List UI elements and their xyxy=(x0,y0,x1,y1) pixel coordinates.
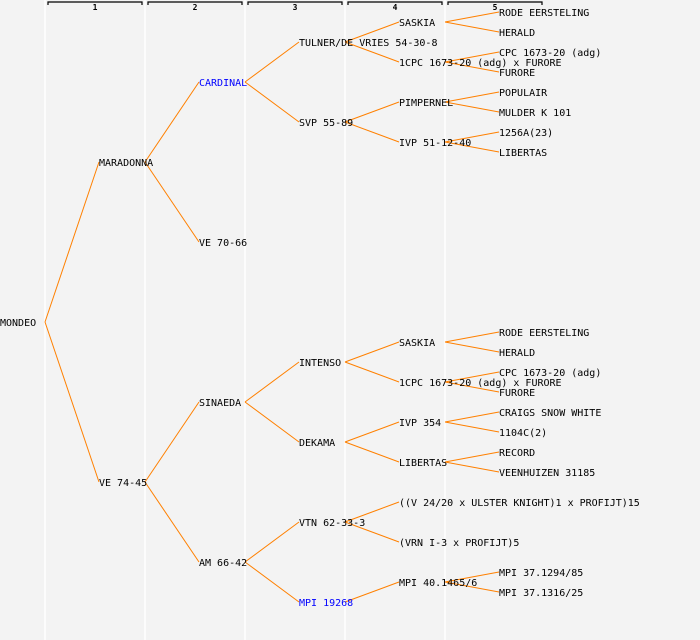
pedigree-node-gen-3: TULNER/DE VRIES 54-30-8 xyxy=(299,38,437,49)
pedigree-link xyxy=(444,571,500,583)
pedigree-node-gen-5: LIBERTAS xyxy=(499,148,547,159)
pedigree-link xyxy=(144,161,200,243)
pedigree-node-gen-5: MPI 37.1316/25 xyxy=(499,588,583,599)
pedigree-link xyxy=(244,561,300,603)
pedigree-node-gen-5: VEENHUIZEN 31185 xyxy=(499,468,595,479)
pedigree-link xyxy=(44,321,100,483)
pedigree-node-gen-4: IVP 354 xyxy=(399,418,441,429)
pedigree-link xyxy=(444,451,500,463)
pedigree-node-gen-3: INTENSO xyxy=(299,358,341,369)
pedigree-link xyxy=(444,131,500,143)
pedigree-link xyxy=(444,461,500,473)
pedigree-link xyxy=(344,361,400,383)
pedigree-node-gen-4: ((V 24/20 x ULSTER KNIGHT)1 x PROFIJT)15 xyxy=(399,498,640,509)
pedigree-node-gen-5: HERALD xyxy=(499,348,535,359)
pedigree-link xyxy=(344,41,400,63)
pedigree-link xyxy=(444,11,500,23)
pedigree-node-gen-3: DEKAMA xyxy=(299,438,335,449)
pedigree-link xyxy=(444,91,500,103)
pedigree-link xyxy=(444,61,500,73)
pedigree-link xyxy=(344,21,400,43)
pedigree-link xyxy=(444,411,500,423)
pedigree-node-gen-4: LIBERTAS xyxy=(399,458,447,469)
pedigree-node-gen-1: VE 74-45 xyxy=(99,478,147,489)
generation-number: 3 xyxy=(293,3,298,12)
pedigree-node-gen-3[interactable]: MPI 19268 xyxy=(299,598,353,609)
pedigree-node-gen-4: (VRN I-3 x PROFIJT)5 xyxy=(399,538,519,549)
generation-number: 5 xyxy=(493,3,498,12)
pedigree-link xyxy=(144,481,200,563)
pedigree-link xyxy=(344,341,400,363)
pedigree-link xyxy=(444,51,500,63)
pedigree-node-gen-5: CRAIGS SNOW WHITE xyxy=(499,408,601,419)
pedigree-node-gen-2: VE 70-66 xyxy=(199,238,247,249)
pedigree-node-gen-5: FURORE xyxy=(499,68,535,79)
pedigree-node-gen-5: POPULAIR xyxy=(499,88,548,99)
pedigree-node-gen-0: MONDEO xyxy=(0,318,36,329)
pedigree-node-gen-1: MARADONNA xyxy=(99,158,153,169)
pedigree-link xyxy=(444,21,500,33)
pedigree-node-gen-5: CPC 1673-20 (adg) xyxy=(499,368,601,379)
pedigree-node-gen-4: MPI 40.1465/6 xyxy=(399,578,477,589)
pedigree-node-gen-2[interactable]: CARDINAL xyxy=(199,78,247,89)
pedigree-link xyxy=(44,161,100,323)
pedigree-node-gen-4: 1CPC 1673-20 (adg) x FURORE xyxy=(399,378,562,389)
pedigree-link xyxy=(444,381,500,393)
pedigree-link xyxy=(344,121,400,143)
pedigree-node-gen-4: PIMPERNEL xyxy=(399,98,453,109)
pedigree-link xyxy=(344,101,400,123)
pedigree-node-gen-5: 1104C(2) xyxy=(499,428,547,439)
pedigree-node-gen-2: AM 66-42 xyxy=(199,558,247,569)
pedigree-link xyxy=(344,441,400,463)
pedigree-link xyxy=(444,101,500,113)
pedigree-node-gen-5: RECORD xyxy=(499,448,535,459)
generation-number: 4 xyxy=(393,3,398,12)
pedigree-link xyxy=(444,371,500,383)
generation-bracket xyxy=(47,1,143,5)
pedigree-link xyxy=(444,331,500,343)
pedigree-node-gen-4: SASKIA xyxy=(399,338,435,349)
generation-bracket xyxy=(247,1,343,5)
pedigree-node-gen-5: HERALD xyxy=(499,28,535,39)
pedigree-link xyxy=(444,141,500,153)
pedigree-link xyxy=(344,581,400,603)
pedigree-node-gen-5: 1256A(23) xyxy=(499,128,553,139)
pedigree-node-gen-5: FURORE xyxy=(499,388,535,399)
pedigree-link xyxy=(444,341,500,353)
pedigree-link xyxy=(444,421,500,433)
pedigree-link xyxy=(344,421,400,443)
pedigree-link xyxy=(244,361,300,403)
pedigree-node-gen-3: SVP 55-89 xyxy=(299,118,353,129)
pedigree-node-gen-5: CPC 1673-20 (adg) xyxy=(499,48,601,59)
pedigree-node-gen-4: IVP 51-12-40 xyxy=(399,138,471,149)
pedigree-link xyxy=(244,41,300,83)
pedigree-link xyxy=(344,521,400,543)
generation-bracket xyxy=(147,1,243,5)
pedigree-node-gen-4: 1CPC 1673-20 (adg) x FURORE xyxy=(399,58,562,69)
pedigree-link xyxy=(144,81,200,163)
generation-bracket xyxy=(347,1,443,5)
pedigree-node-gen-3: VTN 62-33-3 xyxy=(299,518,365,529)
pedigree-node-gen-5: RODE EERSTELING xyxy=(499,328,589,339)
pedigree-link xyxy=(144,401,200,483)
pedigree-link xyxy=(244,401,300,443)
pedigree-node-gen-5: MPI 37.1294/85 xyxy=(499,568,583,579)
pedigree-node-gen-5: MULDER K 101 xyxy=(499,108,571,119)
pedigree-link xyxy=(244,521,300,563)
pedigree-node-gen-5: RODE EERSTELING xyxy=(499,8,589,19)
generation-number: 1 xyxy=(93,3,98,12)
generation-bracket xyxy=(447,1,543,5)
pedigree-node-gen-2: SINAEDA xyxy=(199,398,241,409)
pedigree-node-gen-4: SASKIA xyxy=(399,18,435,29)
pedigree-link xyxy=(244,81,300,123)
pedigree-link xyxy=(444,581,500,593)
pedigree-link xyxy=(344,501,400,523)
generation-number: 2 xyxy=(193,3,198,12)
